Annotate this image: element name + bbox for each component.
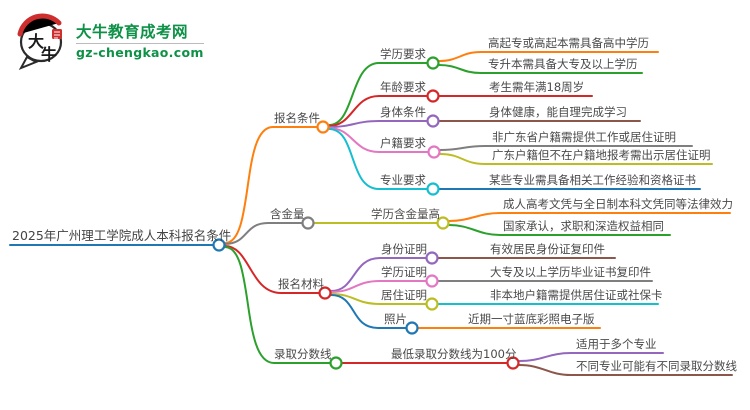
node-circle-value[interactable] bbox=[301, 216, 315, 230]
edge-photo bbox=[330, 294, 407, 329]
edge-residence-item1 bbox=[439, 145, 693, 151]
logo-domain: gz-chengkao.com bbox=[76, 43, 204, 60]
edge-edu-req-item1 bbox=[438, 51, 659, 62]
node-id-proof: 身份证明 bbox=[381, 242, 427, 256]
logo-title: 大牛教育成考网 bbox=[76, 23, 189, 41]
leaf-min-score-1: 适用于多个专业 bbox=[576, 337, 657, 351]
leaf-min-score-2: 不同专业可能有不同录取分数线 bbox=[576, 359, 737, 373]
node-age-req: 年龄要求 bbox=[380, 80, 426, 94]
leaf-value-high-1: 成人高考文凭与全日制本科文凭同等法律效力 bbox=[503, 197, 733, 211]
node-circle-min-score[interactable] bbox=[506, 356, 520, 370]
node-edu-proof: 学历证明 bbox=[381, 265, 427, 279]
node-root: 2025年广州理工学院成人本科报名条件 bbox=[12, 228, 232, 243]
node-circle-materials[interactable] bbox=[318, 286, 332, 300]
node-circle-major-req[interactable] bbox=[426, 182, 440, 196]
leaf-health-req-1: 身体健康，能自理完成学习 bbox=[489, 105, 627, 119]
node-health-req: 身体条件 bbox=[380, 105, 426, 119]
node-major-req: 专业要求 bbox=[380, 173, 426, 187]
node-score-line: 录取分数线 bbox=[274, 347, 332, 361]
edge-id-proof bbox=[330, 257, 427, 292]
node-circle-photo[interactable] bbox=[405, 321, 419, 335]
node-circle-res-proof[interactable] bbox=[425, 297, 439, 311]
edge-edu-req-item2 bbox=[438, 64, 643, 74]
leaf-residence-2: 广东户籍但不在户籍地报考需出示居住证明 bbox=[492, 148, 711, 162]
logo-char-2: 牛 bbox=[41, 45, 57, 64]
node-circle-edu-proof[interactable] bbox=[425, 274, 439, 288]
edge-residence-req bbox=[328, 127, 429, 153]
edge-min-score-item2 bbox=[518, 364, 733, 376]
edge-health-req bbox=[328, 120, 428, 128]
edge-major-req bbox=[328, 128, 428, 190]
leaf-res-proof-1: 非本地户籍需提供居住证或社保卡 bbox=[490, 288, 663, 302]
node-reg-conditions: 报名条件 bbox=[274, 111, 320, 125]
edge-age-req bbox=[328, 95, 428, 127]
edge-edu-req bbox=[328, 62, 428, 126]
edge-value-high-item1 bbox=[448, 212, 731, 222]
leaf-edu-proof-1: 大专及以上学历毕业证书复印件 bbox=[490, 265, 651, 279]
node-circle-root[interactable] bbox=[212, 238, 226, 252]
site-logo[interactable]: 大 牛 大牛教育成考网 gz-chengkao.com bbox=[14, 10, 204, 72]
node-circle-score-line[interactable] bbox=[329, 356, 343, 370]
leaf-edu-req-1: 高起专或高起本需具备高中学历 bbox=[488, 36, 649, 50]
node-res-proof: 居住证明 bbox=[381, 288, 427, 302]
leaf-age-req-1: 考生需年满18周岁 bbox=[489, 80, 585, 94]
node-circle-reg-conditions[interactable] bbox=[316, 120, 330, 134]
node-edu-req: 学历要求 bbox=[380, 47, 426, 61]
logo-bubble-icon: 大 牛 bbox=[17, 13, 63, 70]
node-circle-residence-req[interactable] bbox=[427, 145, 441, 159]
node-residence-req: 户籍要求 bbox=[380, 136, 426, 150]
logo-red-arc bbox=[17, 13, 62, 37]
edge-value-high-item2 bbox=[448, 224, 671, 236]
leaf-photo-1: 近期一寸蓝底彩照电子版 bbox=[468, 312, 595, 326]
logo-text-block: 大牛教育成考网 gz-chengkao.com bbox=[76, 10, 204, 60]
leaf-id-proof-1: 有效居民身份证复印件 bbox=[490, 242, 605, 256]
node-circle-age-req[interactable] bbox=[426, 89, 440, 103]
edge-root-reg-conditions bbox=[224, 126, 318, 244]
node-photo: 照片 bbox=[384, 312, 407, 326]
leaf-value-high-2: 国家承认，求职和深造权益相同 bbox=[503, 219, 664, 233]
node-materials: 报名材料 bbox=[278, 277, 324, 291]
node-value-high: 学历含金量高 bbox=[371, 207, 440, 221]
node-circle-id-proof[interactable] bbox=[425, 251, 439, 265]
leaf-edu-req-2: 专升本需具备大专及以上学历 bbox=[488, 57, 638, 71]
edge-min-score-item1 bbox=[518, 352, 664, 362]
node-min-score: 最低录取分数线为100分 bbox=[391, 347, 517, 361]
edge-root-materials bbox=[224, 245, 320, 294]
node-circle-edu-req[interactable] bbox=[426, 56, 440, 70]
edge-residence-item2 bbox=[439, 153, 713, 165]
node-circle-value-high[interactable] bbox=[436, 216, 450, 230]
node-value: 含金量 bbox=[270, 207, 305, 221]
edge-root-score-line bbox=[224, 246, 331, 364]
leaf-residence-1: 非广东省户籍需提供工作或居住证明 bbox=[492, 130, 676, 144]
edge-res-proof bbox=[330, 293, 427, 305]
logo-char-1: 大 bbox=[28, 32, 44, 51]
leaf-major-1: 某些专业需具备相关工作经验和资格证书 bbox=[489, 173, 696, 187]
node-circle-health-req[interactable] bbox=[426, 114, 440, 128]
edge-edu-proof bbox=[330, 280, 427, 293]
edge-root-value bbox=[224, 222, 303, 245]
